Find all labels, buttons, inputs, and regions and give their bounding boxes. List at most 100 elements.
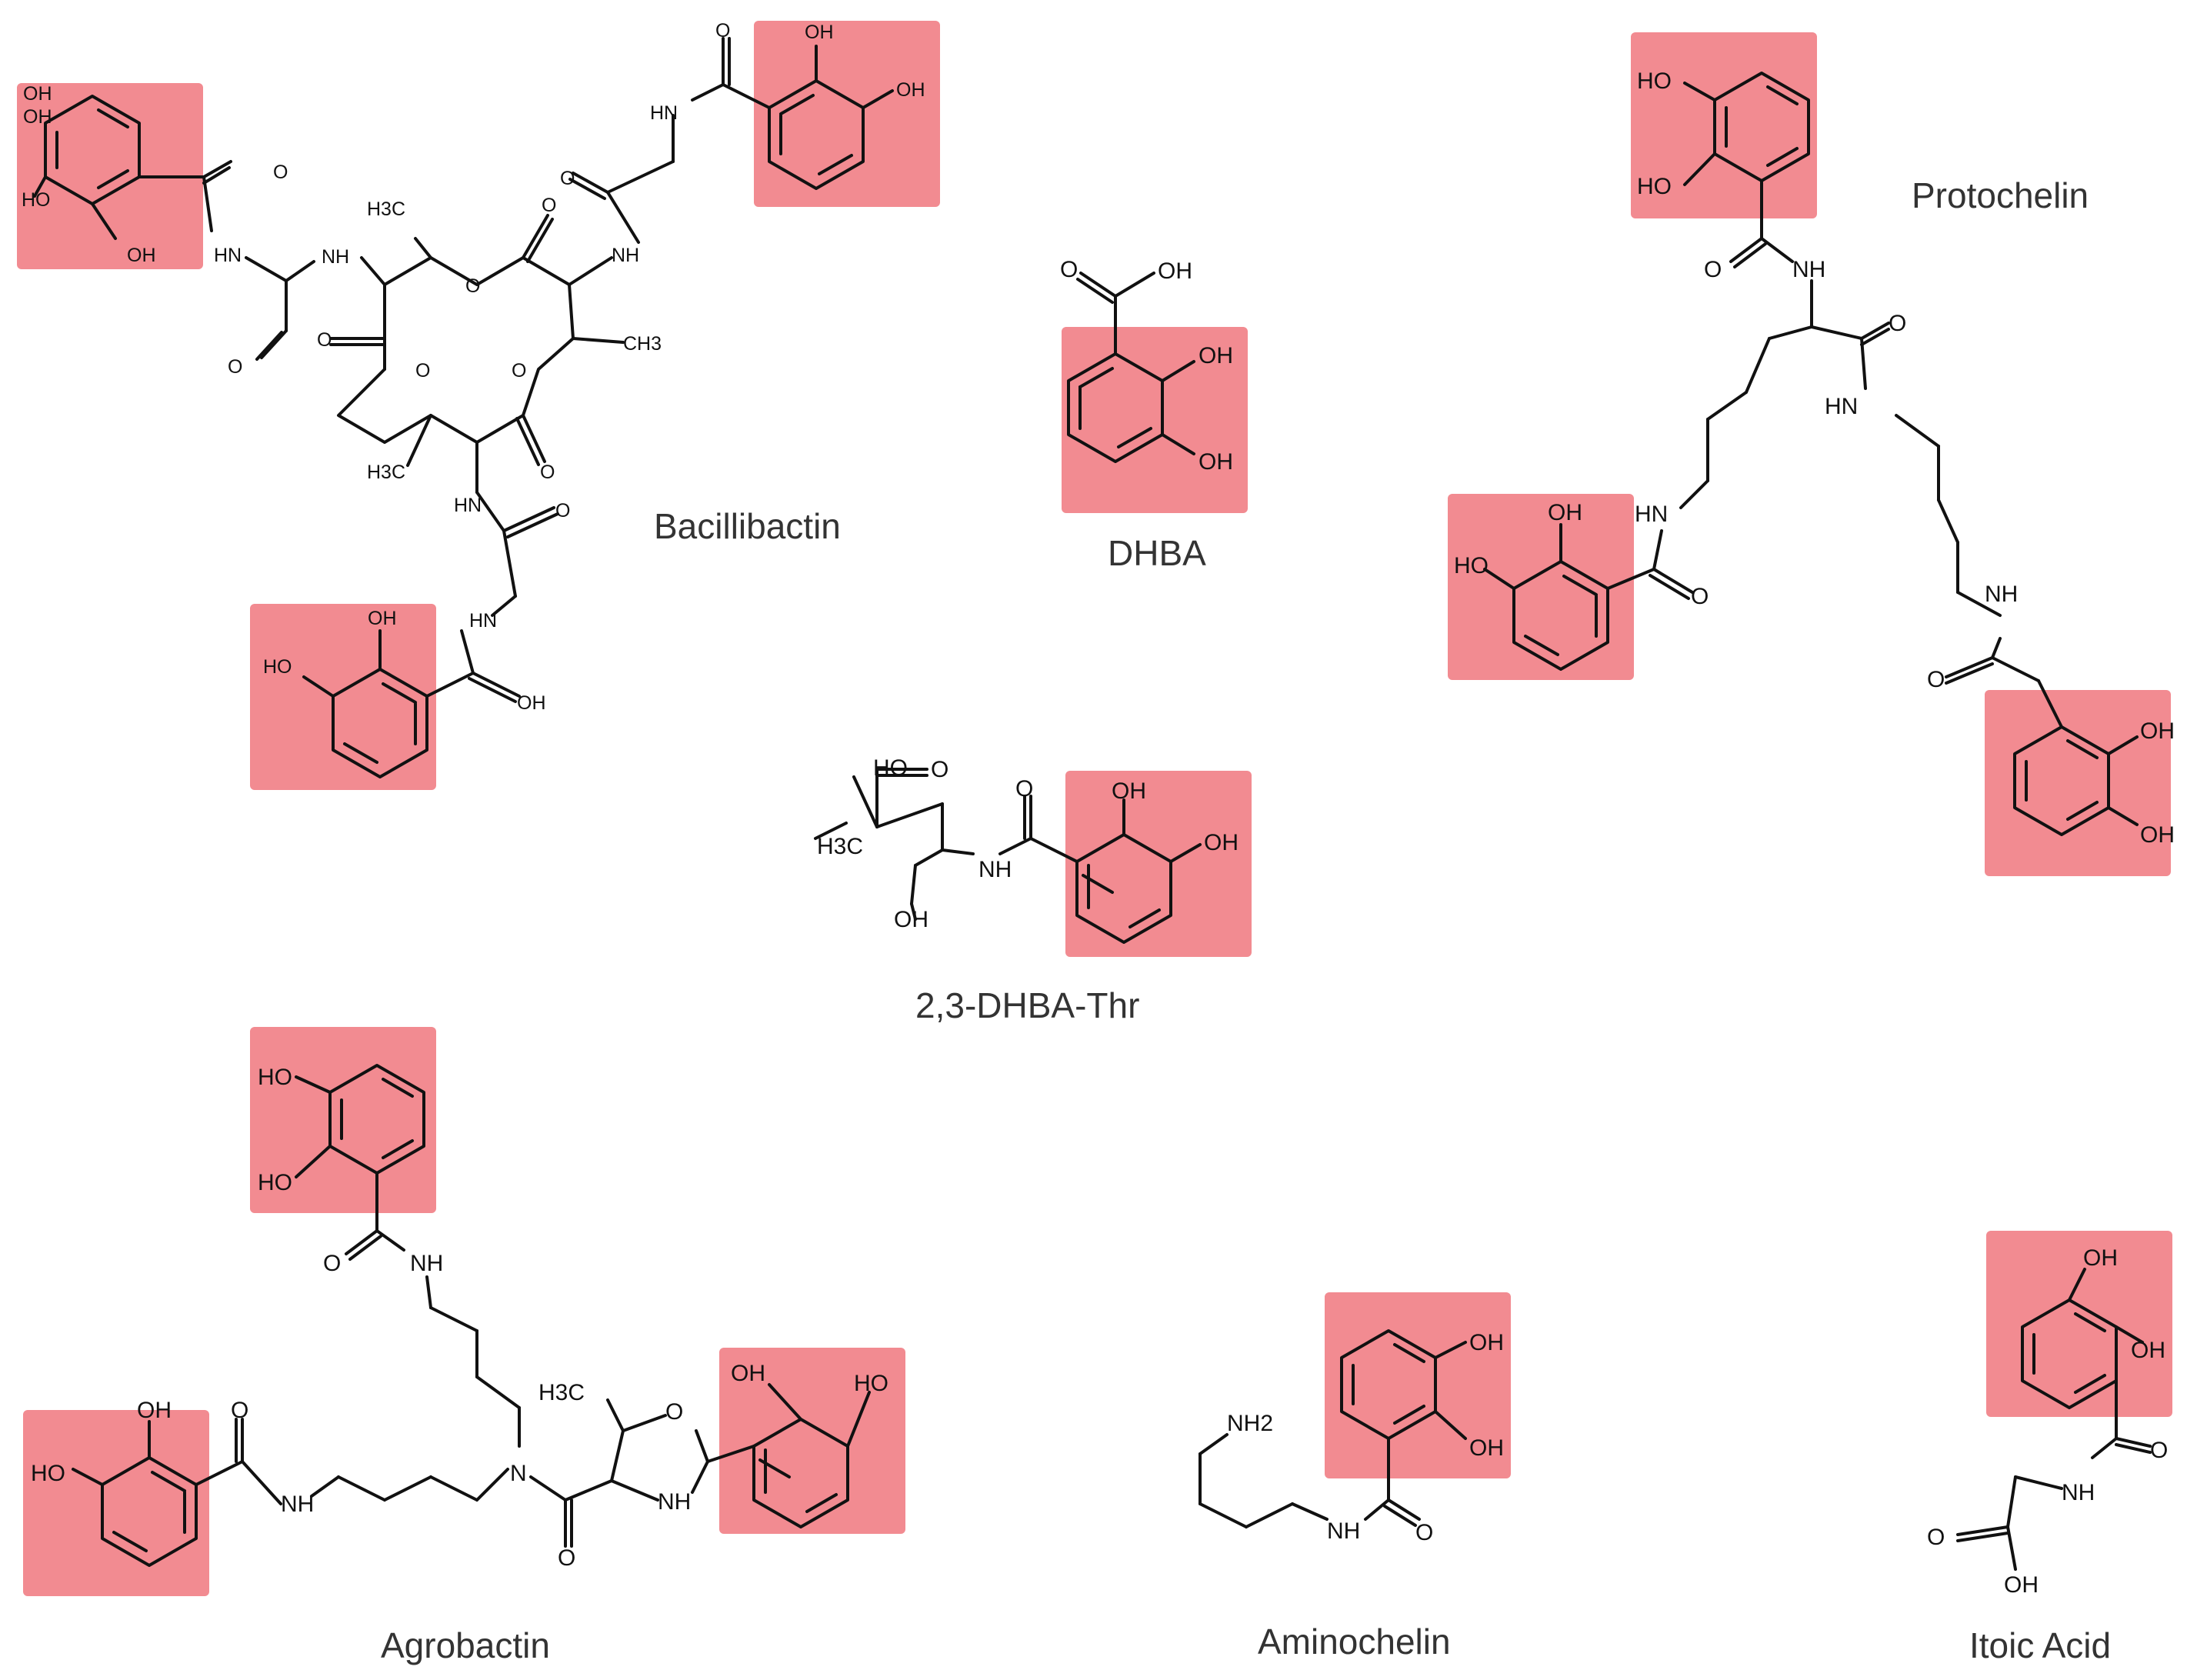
aminochelin-structure bbox=[1199, 1329, 1467, 1528]
atom-label: O bbox=[1415, 1520, 1433, 1545]
atom-label: O bbox=[465, 275, 480, 297]
atom-label: O bbox=[1889, 311, 1906, 336]
atom-label: OH bbox=[23, 83, 52, 105]
atom-label: OH bbox=[896, 79, 925, 101]
atom-label: O bbox=[415, 360, 430, 382]
atom-label: OH bbox=[1548, 500, 1582, 525]
atom-label: O bbox=[1691, 584, 1709, 609]
atom-label: NH bbox=[322, 246, 349, 268]
atom-label: O bbox=[542, 195, 556, 216]
atom-label: OH bbox=[805, 22, 834, 43]
atom-label: OH bbox=[2140, 718, 2175, 744]
highlight-box bbox=[250, 604, 436, 790]
atom-label: O bbox=[228, 356, 242, 378]
aminochelin-atom-labels: OH NH2 OH NH O bbox=[1227, 1330, 1504, 1545]
atom-label: OH bbox=[731, 1361, 765, 1386]
protochelin-structure bbox=[1483, 72, 2139, 836]
atom-label: O bbox=[540, 462, 555, 483]
compound-name-agrobactin: Agrobactin bbox=[381, 1625, 550, 1665]
atom-label: O bbox=[323, 1251, 341, 1276]
highlight-box bbox=[23, 1410, 209, 1596]
atom-label: OH bbox=[517, 692, 546, 714]
highlight-box bbox=[754, 21, 940, 207]
atom-label: NH bbox=[978, 857, 1012, 882]
bacillibactin-structure bbox=[33, 37, 894, 778]
compound-name-protochelin: Protochelin bbox=[1912, 175, 2089, 215]
atom-label: OH bbox=[1199, 449, 1233, 475]
highlight-box bbox=[1448, 494, 1634, 680]
atom-label: NH bbox=[410, 1251, 443, 1276]
atom-label: OH bbox=[2004, 1572, 2039, 1598]
atom-label: O bbox=[512, 360, 526, 382]
atom-label: O bbox=[558, 1545, 575, 1571]
atom-label: O bbox=[555, 500, 570, 522]
atom-label: OH bbox=[1199, 343, 1233, 368]
atom-label: HO bbox=[31, 1461, 65, 1486]
atom-label: O bbox=[1927, 1525, 1945, 1550]
dhba-atom-labels: O OH OH OH bbox=[1060, 257, 1233, 475]
itoic-acid-atom-labels: OH OH O NH O OH bbox=[1927, 1245, 2168, 1598]
compound-name-itoic-acid: Itoic Acid bbox=[1969, 1625, 2111, 1665]
atom-label: N bbox=[510, 1461, 527, 1486]
atom-label: OH bbox=[2131, 1338, 2165, 1363]
atom-label: O bbox=[1927, 667, 1945, 692]
highlight-box bbox=[1325, 1292, 1511, 1478]
atom-label: HN bbox=[469, 610, 497, 632]
atom-label: H3C bbox=[367, 198, 405, 220]
atom-label: O bbox=[560, 168, 575, 189]
atom-label: O bbox=[665, 1399, 683, 1425]
atom-label: OH bbox=[23, 106, 52, 128]
compound-name-dhba: DHBA bbox=[1108, 533, 1206, 573]
atom-label: HO bbox=[22, 189, 51, 211]
bacillibactin-atom-labels: HO OH O HN NH O O H3C O O O O CH3 O H3C … bbox=[22, 20, 925, 714]
atom-label: HN bbox=[1635, 502, 1668, 527]
atom-label: O bbox=[1015, 776, 1033, 802]
atom-label: OH bbox=[1204, 830, 1239, 855]
atom-label: OH bbox=[1158, 258, 1192, 284]
dhba-structure bbox=[1067, 272, 1195, 463]
atom-label: HO bbox=[258, 1170, 292, 1195]
atom-label: OH bbox=[368, 608, 397, 629]
atom-label: HO bbox=[258, 1065, 292, 1090]
highlight-box bbox=[1985, 690, 2171, 876]
atom-label: HN bbox=[454, 495, 482, 516]
atom-label: NH bbox=[1327, 1518, 1360, 1544]
atom-label: O bbox=[931, 757, 948, 782]
atom-label: NH bbox=[1792, 257, 1825, 282]
dhba-thr-atom-labels: HO O O OH OH H3C NH OH bbox=[817, 755, 1239, 932]
atom-label: NH bbox=[2062, 1480, 2095, 1505]
atom-label: O bbox=[1704, 257, 1722, 282]
atom-label: HN bbox=[1825, 394, 1858, 419]
atom-label: CH3 bbox=[623, 333, 662, 355]
atom-label: O bbox=[273, 162, 288, 183]
highlight-box bbox=[1065, 771, 1252, 957]
atom-label: HO bbox=[873, 755, 908, 781]
atom-label: HO bbox=[854, 1371, 888, 1396]
atom-label: NH2 bbox=[1227, 1411, 1273, 1436]
atom-label: OH bbox=[1469, 1435, 1504, 1461]
atom-label: HO bbox=[1637, 68, 1672, 94]
atom-label: OH bbox=[894, 907, 928, 932]
atom-label: O bbox=[715, 20, 730, 42]
atom-label: OH bbox=[1469, 1330, 1504, 1355]
atom-label: H3C bbox=[367, 462, 405, 483]
atom-label: HO bbox=[263, 656, 292, 678]
compound-name-bacillibactin: Bacillibactin bbox=[654, 506, 841, 546]
atom-label: HN bbox=[214, 245, 242, 266]
compound-name-aminochelin: Aminochelin bbox=[1258, 1622, 1451, 1662]
compound-name-dhba-thr: 2,3-DHBA-Thr bbox=[915, 985, 1139, 1025]
protochelin-atom-labels: HO HO O NH O HN HN OH HO O NH O OH OH bbox=[1454, 68, 2175, 848]
atom-label: OH bbox=[2083, 1245, 2118, 1271]
atom-label: HN bbox=[650, 102, 678, 124]
atom-label: O bbox=[317, 329, 332, 351]
itoic-acid-structure bbox=[1956, 1268, 2152, 1571]
highlight-box bbox=[1062, 327, 1248, 513]
atom-label: NH bbox=[281, 1492, 314, 1517]
atom-label: H3C bbox=[817, 834, 863, 859]
atom-label: NH bbox=[658, 1489, 691, 1515]
atom-label: OH bbox=[1112, 778, 1146, 804]
atom-label: O bbox=[231, 1398, 248, 1423]
atom-label: O bbox=[2150, 1438, 2168, 1463]
agrobactin-atom-labels: HO HO O NH H3C O OH HO OH HO O NH N NH O bbox=[31, 1065, 888, 1571]
